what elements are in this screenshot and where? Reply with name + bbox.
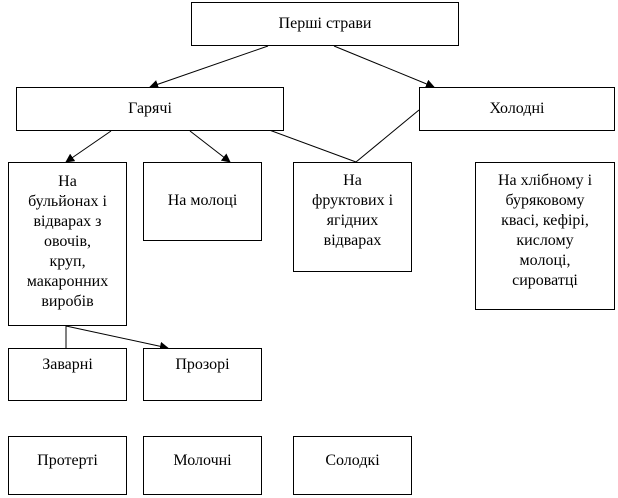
node-label: На бульйонах і відварах з овочів, круп, …	[27, 172, 108, 312]
node-label-line: На хлібному і	[497, 172, 593, 189]
node-label: На фруктових і ягідних відварах	[312, 171, 393, 251]
node-label: На молоці	[167, 192, 238, 209]
node-label-line: відварах	[323, 232, 382, 249]
node-label-line: овочів,	[43, 233, 92, 250]
node-label-line: виробів	[41, 293, 94, 310]
node-label-line: бульйонах і	[28, 193, 107, 210]
node-label-line: круп,	[49, 253, 86, 270]
node-fruit-based: На фруктових і ягідних відварах	[293, 162, 412, 272]
node-label: На хлібному і буряковому квасі, кефірі, …	[498, 171, 592, 291]
node-label-line: молоці,	[519, 252, 571, 269]
node-broth-based: На бульйонах і відварах з овочів, круп, …	[8, 162, 127, 326]
node-sweet: Солодкі	[293, 436, 412, 495]
node-label: Гарячі	[128, 100, 172, 117]
arrow-hot-to-broth	[65, 130, 112, 163]
node-milk-based: На молоці	[143, 162, 262, 241]
node-label-line: На	[58, 173, 77, 190]
node-clear: Прозорі	[143, 348, 262, 401]
node-hot: Гарячі	[16, 87, 284, 131]
node-label: Протерті	[37, 452, 98, 469]
node-label-line: буряковому	[505, 192, 585, 209]
node-label: Холодні	[489, 100, 545, 117]
node-label: Молочні	[173, 452, 232, 469]
node-label: Прозорі	[175, 356, 230, 373]
node-thickened: Заварні	[8, 348, 127, 401]
node-label-line: відварах з	[33, 213, 102, 230]
node-label-line: макаронних	[26, 273, 109, 290]
node-dairy: Молочні	[143, 436, 262, 495]
node-label-line: ягідних	[326, 212, 379, 229]
node-label-line: кислому	[516, 232, 574, 249]
node-kvass-based: На хлібному і буряковому квасі, кефірі, …	[475, 162, 615, 310]
node-cold: Холодні	[419, 87, 615, 131]
node-label-line: фруктових і	[311, 192, 394, 209]
arrow-broth-to-clear	[65, 325, 169, 351]
node-label: Заварні	[42, 356, 93, 373]
node-pureed: Протерті	[8, 436, 127, 495]
node-label: Солодкі	[325, 452, 380, 469]
arrow-root-to-hot	[149, 45, 269, 89]
arrow-hot-to-milk	[189, 130, 231, 163]
node-first-courses: Перші страви	[191, 2, 459, 46]
arrow-root-to-cold	[333, 45, 435, 89]
node-label-line: квасі, кефірі,	[501, 212, 589, 229]
node-label: Перші страви	[278, 15, 372, 32]
node-label-line: На	[343, 172, 362, 189]
node-label-line: сироватці	[512, 272, 578, 289]
line-cold-to-fruit	[355, 109, 420, 163]
